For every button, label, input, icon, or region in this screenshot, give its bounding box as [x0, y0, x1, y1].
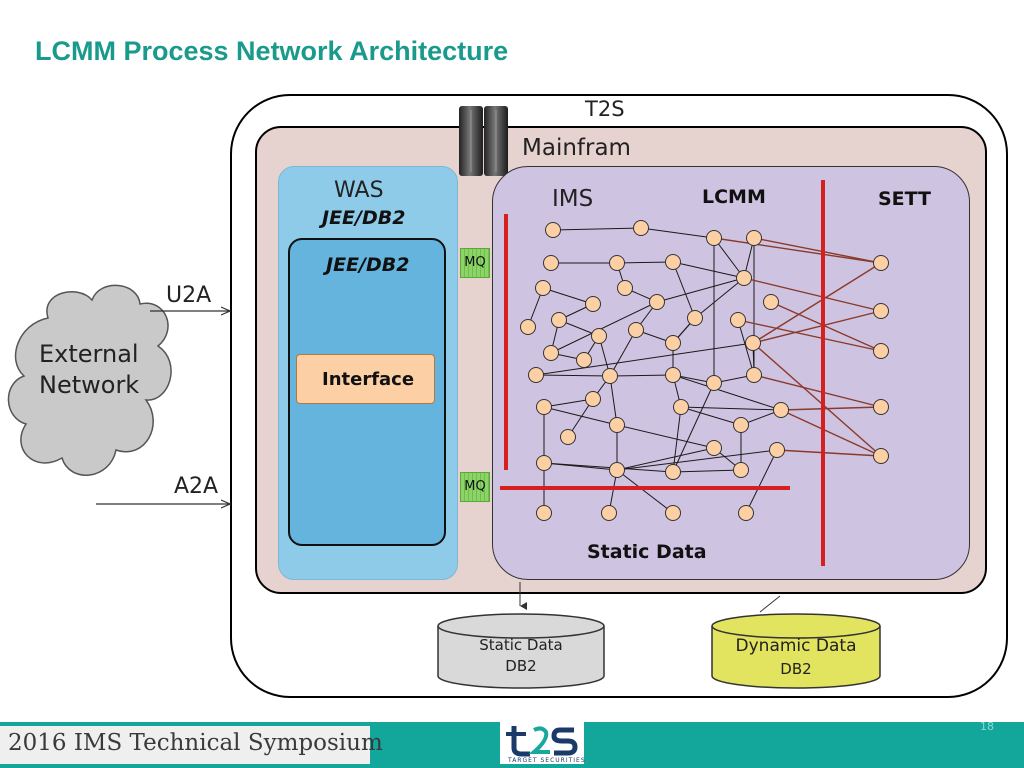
u2a-label: U2A: [166, 283, 212, 308]
sett-label: SETT: [878, 188, 932, 210]
t2s-label: T2S: [585, 97, 625, 121]
footer-title: 2016 IMS Technical Symposium: [8, 730, 383, 756]
ims-container: [492, 166, 970, 580]
page-title: LCMM Process Network Architecture: [35, 36, 509, 66]
jee-label: JEE/DB2: [326, 254, 410, 276]
t2s-logo-icon: [506, 726, 578, 757]
interface-component: [296, 354, 435, 404]
page-number: 18: [980, 720, 994, 733]
dynamic-db-type: DB2: [780, 660, 812, 678]
a2a-label: A2A: [174, 474, 219, 499]
mq-connector-bottom: MQ: [460, 472, 490, 502]
lcmm-label: LCMM: [702, 186, 766, 208]
t2s-logo: [500, 718, 584, 764]
static-db-type: DB2: [505, 657, 537, 675]
mainframe-server-icon: [459, 106, 508, 176]
mq-connector-top: MQ: [460, 248, 490, 278]
was-label: WAS: [334, 178, 384, 203]
was-subtitle: JEE/DB2: [322, 207, 406, 229]
dynamic-db-name: Dynamic Data: [735, 636, 857, 656]
t2s-logo-caption: TARGET SECURITIES: [508, 757, 586, 764]
static-data-label: Static Data: [587, 541, 707, 563]
footer-title-box: [0, 726, 370, 764]
ims-label: IMS: [552, 186, 594, 212]
interface-label: Interface: [322, 369, 415, 390]
external-network-label: External Network: [39, 340, 140, 399]
static-db-name: Static Data: [479, 636, 563, 654]
